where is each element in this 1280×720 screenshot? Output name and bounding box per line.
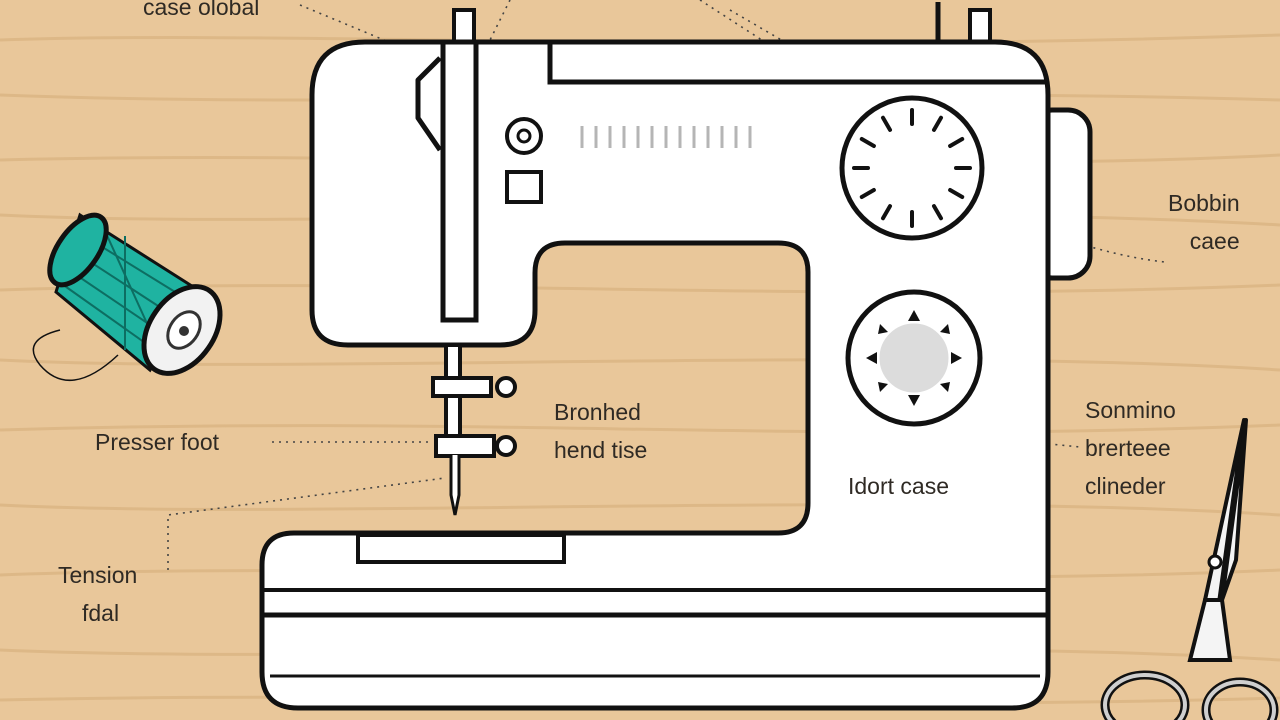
label-presser-foot: Presser foot xyxy=(95,429,219,455)
dial-tick xyxy=(881,115,892,132)
sonmino-line-3: clineder xyxy=(1085,473,1166,499)
dial-tick xyxy=(881,204,892,221)
bobbin-case-line-1: Bobbin xyxy=(1168,190,1240,216)
label-tension: Tension fdal xyxy=(58,556,137,632)
stitch-indicator-marks xyxy=(580,126,752,148)
tension-dial xyxy=(845,289,983,427)
dial-tick xyxy=(932,204,943,221)
presser-foot-clamp xyxy=(434,434,496,458)
label-bobbin-case: Bobbin caee xyxy=(1168,184,1240,260)
scissors-icon xyxy=(1100,418,1279,720)
dial-tick xyxy=(948,188,965,199)
tension-line-1: Tension xyxy=(58,562,138,588)
bronhed-line-1: Bronhed xyxy=(554,399,641,425)
take-up-lever xyxy=(415,56,443,152)
needle xyxy=(449,455,461,516)
label-sonmino: Sonmino brerteee clineder xyxy=(1085,391,1176,505)
machine-base xyxy=(259,612,1051,711)
needle-plate xyxy=(356,533,566,564)
dial-tick xyxy=(859,188,876,199)
needle-assembly xyxy=(431,343,517,516)
sonmino-line-2: brerteee xyxy=(1085,435,1171,461)
stitch-selector-dial xyxy=(839,95,985,241)
needle-clamp-screw xyxy=(495,376,517,398)
dial-tick xyxy=(932,115,943,132)
bobbin-case-line-2: caee xyxy=(1189,228,1240,254)
dial-tick xyxy=(859,137,876,148)
square-button xyxy=(505,170,543,204)
label-case-global: case olobal xyxy=(143,0,260,20)
needle-clamp xyxy=(431,376,493,398)
leader-case-global xyxy=(299,4,421,56)
label-idort-case: Idort case xyxy=(848,473,949,499)
needle-bar-housing xyxy=(440,39,479,323)
dial-tick xyxy=(948,137,965,148)
thread-spool-icon xyxy=(32,212,223,382)
control-knob-inner xyxy=(516,128,532,144)
tension-line-2: fdal xyxy=(82,600,120,626)
bronhed-line-2: hend tise xyxy=(554,437,648,463)
presser-foot-screw xyxy=(495,435,517,457)
leader-top-a xyxy=(489,0,511,41)
label-bronhed: Bronhed hend tise xyxy=(554,393,647,469)
sonmino-line-1: Sonmino xyxy=(1085,397,1176,423)
top-panel xyxy=(547,42,1048,85)
